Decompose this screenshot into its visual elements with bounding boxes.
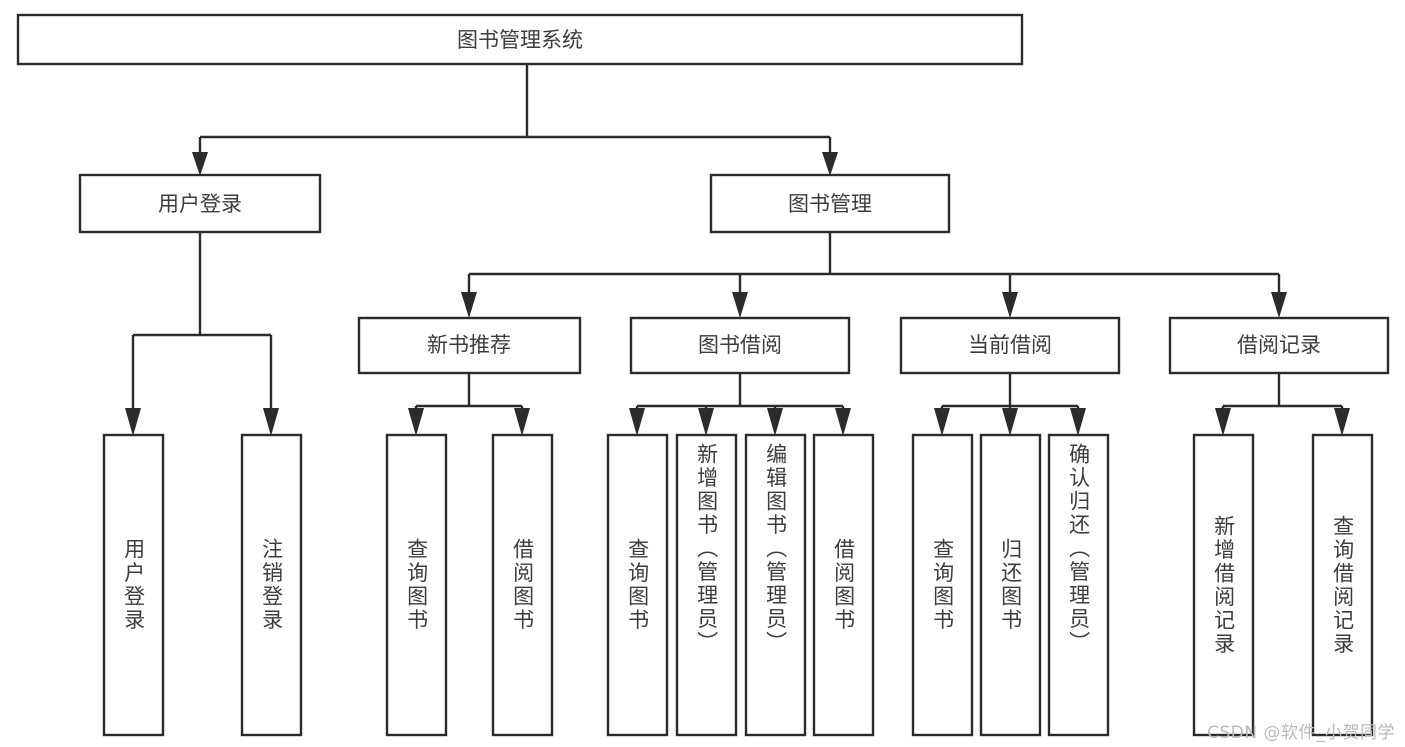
arrowhead-leaf-br-2 <box>1334 408 1350 436</box>
leaf-box-bb-4[interactable] <box>812 433 875 737</box>
node-borrow-records-label: 借阅记录 <box>1237 333 1321 357</box>
node-new-book-recommend[interactable]: 新书推荐 <box>357 316 582 375</box>
connector-group-book-manage <box>461 232 1287 318</box>
node-book-borrow-rect[interactable] <box>629 316 851 375</box>
leaf-boxes-current-borrow <box>911 433 1110 737</box>
node-book-borrow-label: 图书借阅 <box>698 333 782 357</box>
connector-group-borrow-records <box>1215 373 1350 436</box>
leaf-boxes-new-book-recommend <box>385 433 554 737</box>
node-root-rect[interactable] <box>16 13 1024 66</box>
arrowhead-leaf-user-login-1 <box>125 408 141 436</box>
node-user-login-label: 用户登录 <box>158 192 242 216</box>
leaf-box-bb-3[interactable] <box>744 433 807 737</box>
leaf-box-bb-1[interactable] <box>606 433 669 737</box>
node-borrow-records-rect[interactable] <box>1168 316 1390 375</box>
node-root[interactable]: 图书管理系统 <box>16 13 1024 66</box>
arrowhead-book-borrow <box>732 292 748 318</box>
leaf-box-cb-2[interactable] <box>979 433 1042 737</box>
connector-group-current-borrow <box>934 373 1086 436</box>
arrowhead-leaf-bb-4 <box>835 408 851 436</box>
leaf-boxes-user-login <box>102 433 303 737</box>
leaf-boxes-borrow-records <box>1192 433 1374 737</box>
arrowhead-leaf-user-login-2 <box>263 408 279 436</box>
node-new-book-recommend-rect[interactable] <box>357 316 582 375</box>
connector-group-user-login <box>125 232 279 436</box>
arrowhead-borrow-records <box>1271 292 1287 318</box>
connector-group-root <box>192 64 838 176</box>
leaf-box-user-login-2[interactable] <box>240 433 303 737</box>
node-current-borrow[interactable]: 当前借阅 <box>899 316 1121 375</box>
node-borrow-records[interactable]: 借阅记录 <box>1168 316 1390 375</box>
arrowhead-leaf-nbr-1 <box>408 408 424 436</box>
node-book-manage[interactable]: 图书管理 <box>709 173 951 234</box>
node-current-borrow-label: 当前借阅 <box>968 333 1052 357</box>
arrowhead-leaf-bb-3 <box>767 408 783 436</box>
leaf-boxes-book-borrow <box>606 433 875 737</box>
node-root-label: 图书管理系统 <box>457 28 583 52</box>
arrowhead-user-login <box>192 152 208 176</box>
node-current-borrow-rect[interactable] <box>899 316 1121 375</box>
arrowhead-current-borrow <box>1002 292 1018 318</box>
arrowhead-leaf-bb-2 <box>698 408 714 436</box>
arrowhead-leaf-cb-1 <box>934 408 950 436</box>
connector-group-new-book-recommend <box>408 373 530 436</box>
node-book-borrow[interactable]: 图书借阅 <box>629 316 851 375</box>
leaf-box-nbr-2[interactable] <box>491 433 554 737</box>
leaf-box-user-login-1[interactable] <box>102 433 165 737</box>
arrowhead-leaf-br-1 <box>1215 408 1231 436</box>
leaf-box-br-2[interactable] <box>1311 433 1374 737</box>
arrowhead-leaf-cb-2 <box>1002 408 1018 436</box>
node-book-manage-rect[interactable] <box>709 173 951 234</box>
leaf-box-cb-3[interactable] <box>1047 433 1110 737</box>
leaf-box-nbr-1[interactable] <box>385 433 448 737</box>
arrowhead-new-book-recommend <box>461 292 477 318</box>
arrowhead-book-manage <box>822 152 838 176</box>
arrowhead-leaf-nbr-2 <box>514 408 530 436</box>
node-book-manage-label: 图书管理 <box>788 192 872 216</box>
arrowhead-leaf-cb-3 <box>1070 408 1086 436</box>
node-user-login[interactable]: 用户登录 <box>78 173 322 234</box>
leaf-box-cb-1[interactable] <box>911 433 974 737</box>
watermark-text: CSDN @软件_小贺同学 <box>1207 723 1395 743</box>
node-new-book-recommend-label: 新书推荐 <box>427 333 511 357</box>
connector-group-book-borrow <box>629 373 851 436</box>
arrowhead-leaf-bb-1 <box>629 408 645 436</box>
leaf-box-br-1[interactable] <box>1192 433 1255 737</box>
node-user-login-rect[interactable] <box>78 173 322 234</box>
leaf-box-bb-2[interactable] <box>675 433 738 737</box>
